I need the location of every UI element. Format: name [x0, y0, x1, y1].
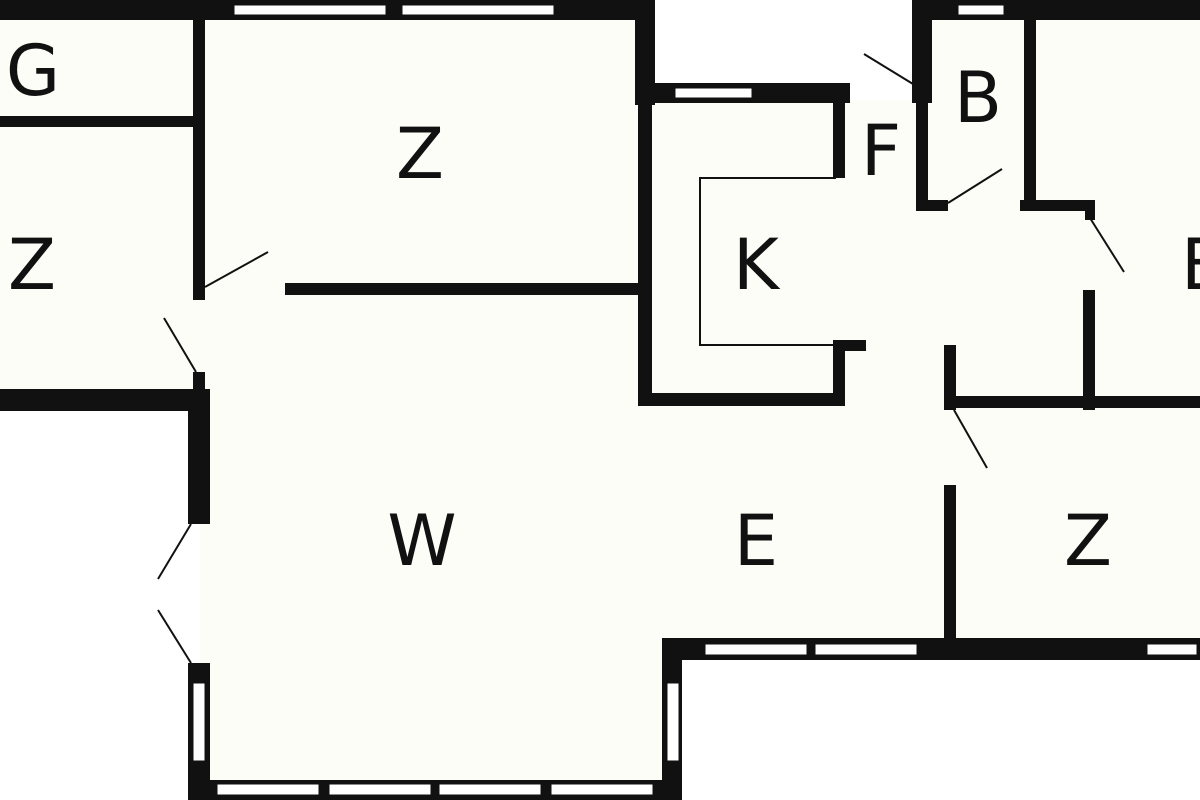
wall — [944, 396, 1200, 408]
wall — [833, 340, 866, 351]
door-swing — [157, 523, 192, 580]
room-label-e: E — [734, 500, 778, 582]
window — [1146, 643, 1198, 656]
windows — [192, 4, 1198, 796]
wall — [0, 116, 200, 127]
room-label-g: G — [6, 30, 60, 112]
window — [401, 4, 555, 16]
room-label-w: W — [387, 500, 456, 582]
floor-g — [0, 18, 200, 122]
door-swing — [863, 53, 914, 85]
wall — [638, 393, 845, 406]
door-swing — [947, 168, 1003, 204]
wall — [912, 0, 1200, 20]
door-swings — [157, 53, 1125, 664]
wall — [944, 485, 956, 645]
wall — [912, 0, 932, 103]
door-swing — [204, 251, 269, 288]
window — [814, 643, 918, 656]
window — [550, 783, 654, 796]
window — [674, 87, 753, 99]
window — [957, 4, 1005, 16]
window — [704, 643, 808, 656]
door-swing — [163, 317, 197, 373]
wall — [193, 372, 205, 392]
floor-z-right — [950, 400, 1200, 645]
window — [328, 783, 432, 796]
kitchen-counter — [699, 177, 836, 346]
door-swing — [157, 609, 192, 664]
wall — [833, 340, 845, 405]
room-label-f: F — [861, 110, 901, 192]
window — [192, 682, 206, 762]
room-label-k: K — [733, 224, 781, 306]
wall — [1024, 18, 1036, 210]
floor-w-lower — [200, 640, 670, 785]
window — [216, 783, 320, 796]
room-label-b-small: B — [954, 57, 1002, 139]
window — [438, 783, 542, 796]
wall — [0, 389, 210, 411]
wall — [916, 100, 928, 210]
wall — [916, 200, 948, 211]
floor-w-e — [200, 293, 950, 643]
wall — [833, 83, 845, 178]
room-label-z-left: Z — [8, 224, 56, 306]
door-swing — [1089, 217, 1125, 273]
floor-z-left — [0, 122, 200, 392]
counter-outline — [699, 177, 836, 346]
room-labels: G Z Z K F B B W E Z — [6, 30, 1200, 582]
wall — [1083, 290, 1095, 410]
wall — [285, 283, 643, 295]
window — [666, 682, 680, 762]
wall — [635, 0, 655, 105]
door-swing — [953, 409, 988, 469]
room-label-b-right: B — [1181, 224, 1200, 306]
wall — [193, 18, 205, 300]
wall — [944, 345, 956, 410]
room-label-z-top: Z — [396, 113, 444, 195]
wall — [1020, 200, 1095, 211]
room-label-z-right: Z — [1064, 500, 1112, 582]
wall — [638, 83, 652, 405]
floor-b-small — [925, 18, 1030, 208]
window — [233, 4, 387, 16]
wall — [1085, 200, 1095, 220]
floor-z-top — [200, 18, 645, 293]
wall — [188, 389, 210, 524]
